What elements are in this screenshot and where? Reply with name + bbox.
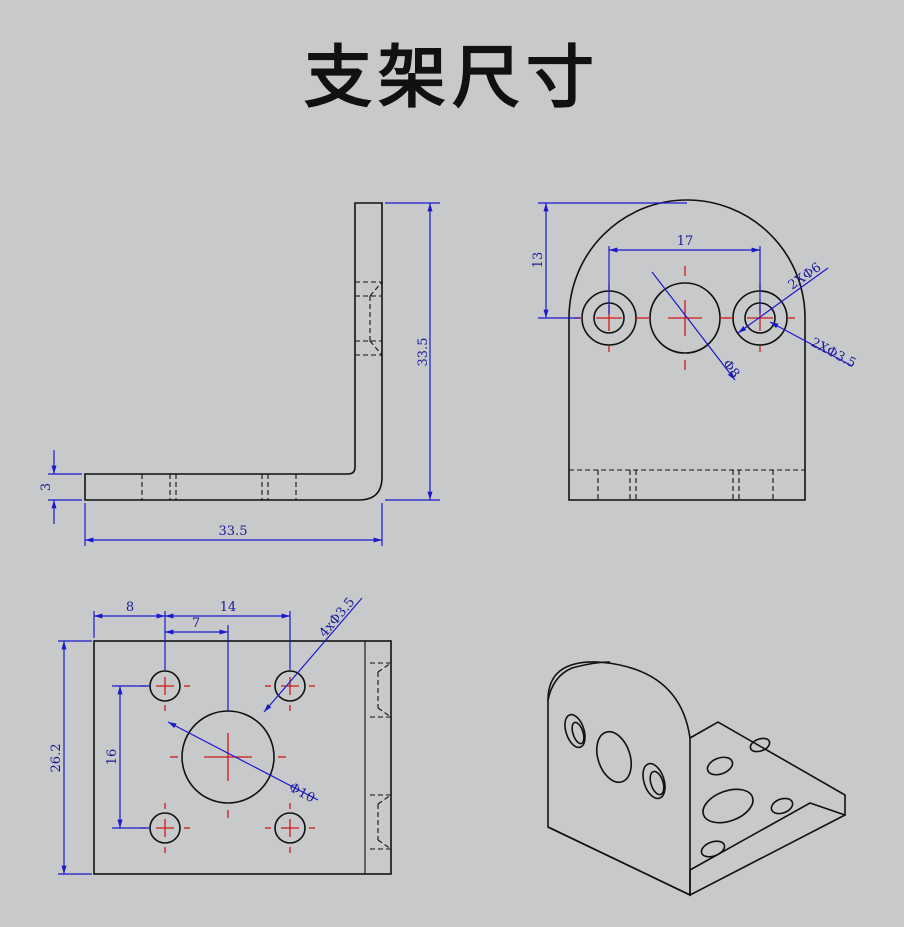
top-center-hole bbox=[170, 710, 286, 818]
side-height-label: 33.5 bbox=[416, 338, 431, 367]
top-center-hole-label: Φ10 bbox=[286, 780, 317, 806]
top-vertical-spacing-label: 16 bbox=[105, 749, 120, 766]
page-title: 支架尺寸 bbox=[303, 39, 600, 118]
front-view: 17 13 2XΦ6 2XΦ3.5 Φ8 bbox=[531, 199, 858, 501]
side-view: 33.5 3 33.5 bbox=[39, 202, 440, 546]
isometric-view bbox=[547, 661, 846, 897]
top-view: 8 14 7 26.2 16 4xΦ3.5 Φ10 bbox=[49, 595, 392, 875]
top-hole-tl bbox=[140, 670, 190, 711]
front-spacing-label: 17 bbox=[677, 234, 694, 249]
front-center-hole-label: Φ8 bbox=[719, 357, 742, 381]
top-hole-tr bbox=[265, 670, 315, 711]
top-spacing-label: 14 bbox=[220, 600, 237, 615]
front-inner-holes-label: 2XΦ3.5 bbox=[808, 335, 858, 371]
top-offset-label: 8 bbox=[126, 600, 134, 615]
side-length-label: 33.5 bbox=[219, 524, 248, 539]
top-hole-br bbox=[265, 803, 315, 853]
top-holes-label: 4xΦ3.5 bbox=[317, 595, 359, 641]
front-small-holes-label: 2XΦ6 bbox=[786, 260, 824, 293]
top-center-offset-label: 7 bbox=[192, 616, 200, 631]
top-height-label: 26.2 bbox=[49, 744, 64, 773]
side-thickness-label: 3 bbox=[39, 483, 54, 491]
front-top-height-label: 13 bbox=[531, 252, 546, 269]
